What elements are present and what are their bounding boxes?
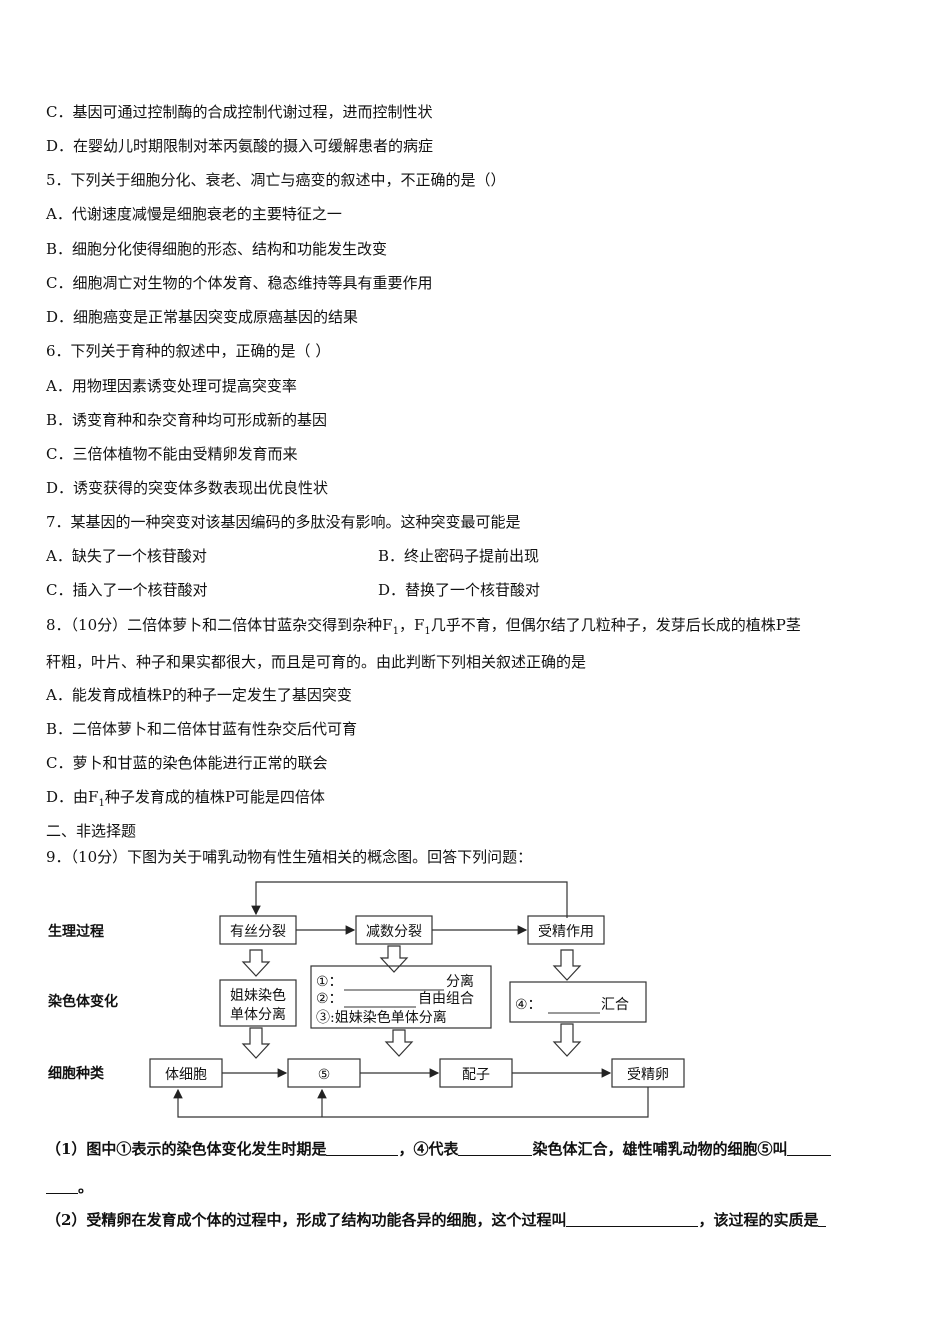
block-arrow-4: [241, 1027, 271, 1059]
q8-sub2: 1: [424, 626, 431, 637]
block-arrow-6: [552, 1023, 582, 1057]
q4-option-c: C．基因可通过控制酶的合成控制代谢过程，进而控制性状: [46, 103, 433, 121]
cell-gamete: 配子: [462, 1067, 490, 1083]
cell-5: ⑤: [318, 1067, 331, 1083]
row-label-chromosome: 染色体变化: [48, 993, 118, 1010]
q6-option-d: D．诱变获得的突变体多数表现出优良性状: [46, 479, 329, 497]
row-label-cell: 细胞种类: [48, 1065, 105, 1082]
q8-stem-b: ，F: [398, 616, 425, 634]
q9-sub2-blank1[interactable]: [566, 1210, 699, 1227]
q8-option-d: D．由F1种子发育成的植株P可能是四倍体: [46, 786, 325, 815]
box-fertilization: [527, 915, 605, 945]
q9-sub1-blank2[interactable]: [458, 1139, 533, 1156]
box-meiosis-change: [310, 965, 492, 1029]
q5-option-d: D．细胞癌变是正常基因突变成原癌基因的结果: [46, 308, 359, 326]
label-meiosis: 减数分裂: [366, 924, 422, 940]
q8-option-b: B．二倍体萝卜和二倍体甘蓝有性杂交后代可育: [46, 720, 358, 738]
q8-option-a: A．能发育成植株P的种子一定发生了基因突变: [46, 686, 352, 704]
q9-sub1-b: ，④代表: [398, 1140, 459, 1158]
q7-option-b: B．终止密码子提前出现: [378, 547, 540, 565]
q8-option-d-a: D．由F: [46, 788, 99, 806]
q9-stem: 9．（10分）下图为关于哺乳动物有性生殖相关的概念图。回答下列问题：: [46, 848, 533, 866]
block-arrow-2: [379, 945, 409, 973]
q9-sub1-blank3-cont[interactable]: [46, 1177, 78, 1194]
q9-sub1-d: 。: [78, 1178, 94, 1196]
q9-sub1-blank1[interactable]: [326, 1139, 399, 1156]
q9-sub2-blank2[interactable]: [818, 1210, 827, 1227]
q8-sub1: 1: [392, 626, 399, 637]
q5-stem: 5．下列关于细胞分化、衰老、凋亡与癌变的叙述中，不正确的是（）: [46, 171, 506, 189]
q9-sub1-c: 染色体汇合，雄性哺乳动物的细胞⑤叫: [532, 1140, 788, 1158]
loop-arrow-bottom: [173, 1087, 649, 1118]
q9-sub2-a: （2）受精卵在发育成个体的过程中，形成了结构功能各异的细胞，这个过程叫: [46, 1211, 567, 1229]
q6-option-c: C．三倍体植物不能由受精卵发育而来: [46, 445, 298, 463]
q9-sub2-b: ，该过程的实质是: [698, 1211, 819, 1229]
q9-sub2-line: （2）受精卵在发育成个体的过程中，形成了结构功能各异的细胞，这个过程叫 ，该过程的…: [46, 1209, 827, 1231]
q6-option-a: A．用物理因素诱变处理可提高突变率: [46, 377, 297, 395]
q9-sub1-a: （1）图中①表示的染色体变化发生时期是: [46, 1140, 327, 1158]
q8-stem-c: 几乎不育，但偶尔结了几粒种子，发芽后长成的植株P茎: [430, 616, 801, 634]
q8-stem-a: 二倍体萝卜和二倍体甘蓝杂交得到杂种F: [127, 616, 393, 634]
row-label-process: 生理过程: [48, 923, 104, 940]
q4-option-d: D．在婴幼儿时期限制对苯丙氨酸的摄入可缓解患者的病症: [46, 137, 434, 155]
block-arrow-1: [241, 949, 271, 977]
fert-change-a: ④：: [515, 997, 542, 1013]
q7-option-a: A．缺失了一个核苷酸对: [46, 547, 207, 565]
q8-stem-line1: 8．（10分）二倍体萝卜和二倍体甘蓝杂交得到杂种F1，F1几乎不育，但偶尔结了几…: [46, 614, 801, 643]
q8-option-c: C．萝卜和甘蓝的染色体能进行正常的联会: [46, 754, 328, 772]
q7-option-c: C．插入了一个核苷酸对: [46, 581, 208, 599]
mitosis-change-1: 姐妹染色: [230, 987, 286, 1004]
section-heading: 二、非选择题: [46, 822, 137, 840]
q5-option-b: B．细胞分化使得细胞的形态、结构和功能发生改变: [46, 240, 388, 258]
meiosis-change-1a: ①：: [316, 974, 343, 990]
q5-option-c: C．细胞凋亡对生物的个体发育、稳态维持等具有重要作用: [46, 274, 433, 292]
box-mitosis-change: [219, 979, 297, 1027]
fert-change-b: 汇合: [601, 997, 629, 1013]
q9-sub1-line1: （1）图中①表示的染色体变化发生时期是 ，④代表 染色体汇合，雄性哺乳动物的细胞⑤叫: [46, 1138, 832, 1160]
mitosis-change-2: 单体分离: [230, 1006, 286, 1023]
label-fertilization: 受精作用: [538, 924, 594, 940]
meiosis-change-2b: 自由组合: [418, 991, 474, 1007]
q5-option-a: A．代谢速度减慢是细胞衰老的主要特征之一: [46, 205, 342, 223]
block-arrow-3: [552, 949, 582, 981]
box-fert-change: [509, 981, 647, 1023]
meiosis-change-3: ③:姐妹染色单体分离: [316, 1009, 447, 1026]
cell-zygote: 受精卵: [627, 1067, 669, 1083]
cell-somatic: 体细胞: [165, 1067, 207, 1083]
meiosis-change-2a: ②：: [316, 991, 343, 1007]
q8-stem-line2: 秆粗，叶片、种子和果实都很大，而且是可育的。由此判断下列相关叙述正确的是: [46, 653, 587, 671]
concept-diagram: 生理过程 染色体变化 细胞种类 有丝分裂 减数分裂 受精作用 姐妹染色 单体分离…: [48, 881, 685, 1118]
q8-option-d-sub: 1: [98, 798, 105, 809]
q7-stem: 7．某基因的一种突变对该基因编码的多肽没有影响。这种突变最可能是: [46, 513, 521, 531]
q6-stem: 6．下列关于育种的叙述中，正确的是（ ）: [46, 342, 331, 360]
meiosis-change-1b: 分离: [446, 973, 474, 990]
q9-sub1-blank3[interactable]: [787, 1139, 832, 1156]
q7-option-d: D．替换了一个核苷酸对: [378, 581, 541, 599]
q6-option-b: B．诱变育种和杂交育种均可形成新的基因: [46, 411, 328, 429]
block-arrow-5: [384, 1029, 414, 1057]
q8-number: 8．（10分）: [46, 616, 128, 634]
q8-option-d-b: 种子发育成的植株P可能是四倍体: [104, 788, 325, 806]
loop-arrow-top: [251, 881, 568, 918]
label-mitosis: 有丝分裂: [230, 924, 286, 940]
q9-sub1-line2: 。: [46, 1176, 93, 1198]
